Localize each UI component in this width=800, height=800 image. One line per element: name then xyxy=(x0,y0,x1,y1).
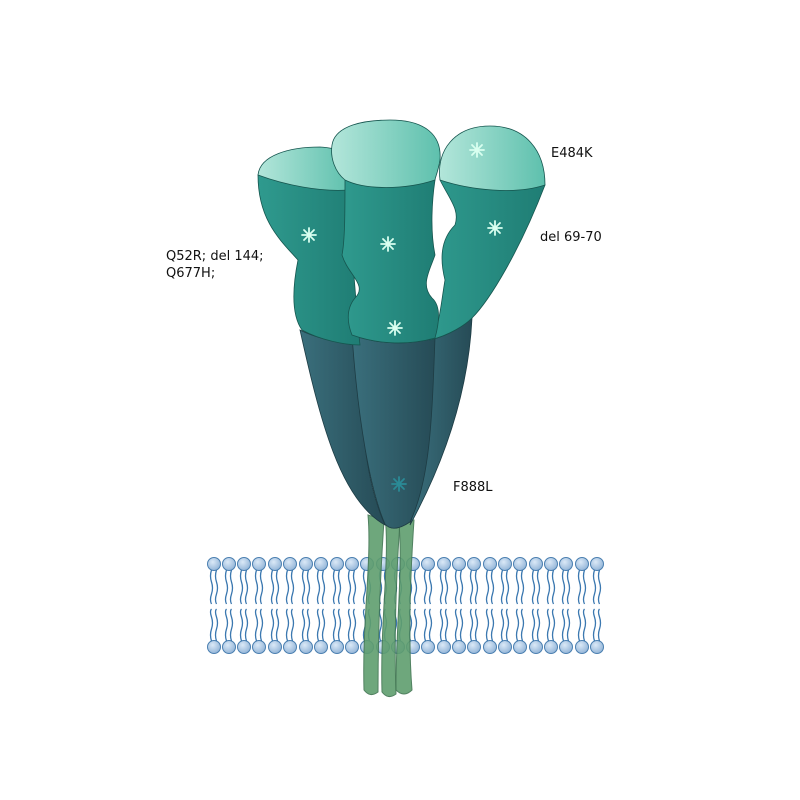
stalk-region xyxy=(299,316,473,529)
label-left-mutations: Q52R; del 144; Q677H; xyxy=(166,248,264,282)
mutation-marker-stalk xyxy=(391,476,407,492)
mutation-marker-center-upper xyxy=(380,236,396,252)
label-left-line2: Q677H; xyxy=(166,266,216,281)
mutation-marker-right-head xyxy=(469,142,485,158)
mutation-marker-right-body xyxy=(487,220,503,236)
monomer-center xyxy=(331,119,441,344)
mutation-marker-left xyxy=(301,227,317,243)
monomer-right xyxy=(429,125,546,341)
mutation-marker-center-lower xyxy=(387,320,403,336)
mutation-markers xyxy=(301,142,503,492)
label-del-69-70: del 69-70 xyxy=(540,230,602,245)
label-f888l: F888L xyxy=(453,480,493,495)
label-left-line1: Q52R; del 144; xyxy=(166,249,264,264)
transmembrane-helices xyxy=(363,514,415,698)
label-e484k: E484K xyxy=(551,146,593,161)
